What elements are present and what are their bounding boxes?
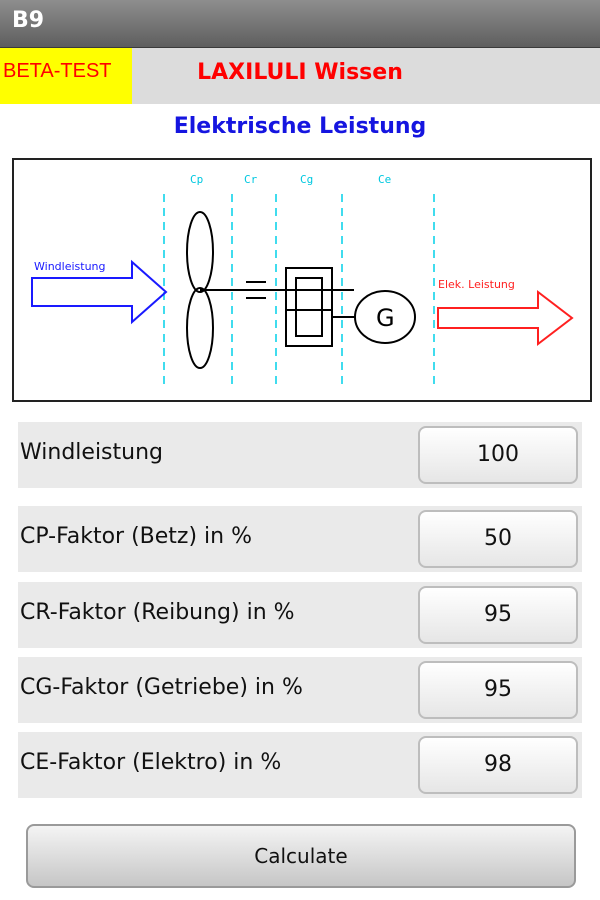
wind-arrow bbox=[31, 259, 168, 325]
cp-factor-input[interactable]: 50 bbox=[418, 510, 578, 568]
app-name: LAXILULI Wissen bbox=[197, 60, 403, 85]
page-title: Elektrische Leistung bbox=[173, 114, 427, 139]
generator-label: G bbox=[376, 304, 395, 332]
calculate-button[interactable]: Calculate bbox=[26, 824, 576, 888]
ce-factor-row: CE-Faktor (Elektro) in % 98 bbox=[18, 732, 582, 798]
windleistung-row: Windleistung 100 bbox=[18, 422, 582, 488]
app-header: BETA-TEST LAXILULI Wissen bbox=[0, 48, 600, 104]
cp-factor-row: CP-Faktor (Betz) in % 50 bbox=[18, 506, 582, 572]
rotor-blade-bottom bbox=[186, 287, 214, 369]
ce-factor-label: CE-Faktor (Elektro) in % bbox=[20, 750, 282, 775]
title-bar: B9 bbox=[0, 0, 600, 48]
cg-factor-input[interactable]: 95 bbox=[418, 661, 578, 719]
cr-factor-input[interactable]: 95 bbox=[418, 586, 578, 644]
cg-factor-row: CG-Faktor (Getriebe) in % 95 bbox=[18, 657, 582, 723]
cr-factor-label: CR-Faktor (Reibung) in % bbox=[20, 600, 295, 625]
window-title: B9 bbox=[12, 8, 45, 33]
electric-power-label: Elek. Leistung bbox=[438, 278, 515, 291]
cg-factor-label: CG-Faktor (Getriebe) in % bbox=[20, 675, 303, 700]
wind-label: Windleistung bbox=[34, 260, 106, 273]
rotor-blade-top bbox=[186, 211, 214, 293]
power-chain-diagram: Cp Cr Cg Ce Windleistung G Elek. Leistun… bbox=[12, 158, 592, 402]
label-cr: Cr bbox=[244, 173, 258, 186]
label-cp: Cp bbox=[190, 173, 203, 186]
cp-factor-label: CP-Faktor (Betz) in % bbox=[20, 524, 252, 549]
cr-factor-row: CR-Faktor (Reibung) in % 95 bbox=[18, 582, 582, 648]
ce-factor-input[interactable]: 98 bbox=[418, 736, 578, 794]
beta-badge: BETA-TEST bbox=[0, 48, 132, 104]
windleistung-input[interactable]: 100 bbox=[418, 426, 578, 484]
label-cg: Cg bbox=[300, 173, 313, 186]
electric-power-arrow bbox=[437, 289, 574, 347]
diagram-svg: Cp Cr Cg Ce Windleistung G Elek. Leistun… bbox=[31, 173, 574, 386]
gearbox-inner bbox=[295, 277, 323, 337]
gearbox-outer bbox=[285, 267, 333, 347]
label-ce: Ce bbox=[378, 173, 391, 186]
windleistung-label: Windleistung bbox=[20, 440, 163, 465]
